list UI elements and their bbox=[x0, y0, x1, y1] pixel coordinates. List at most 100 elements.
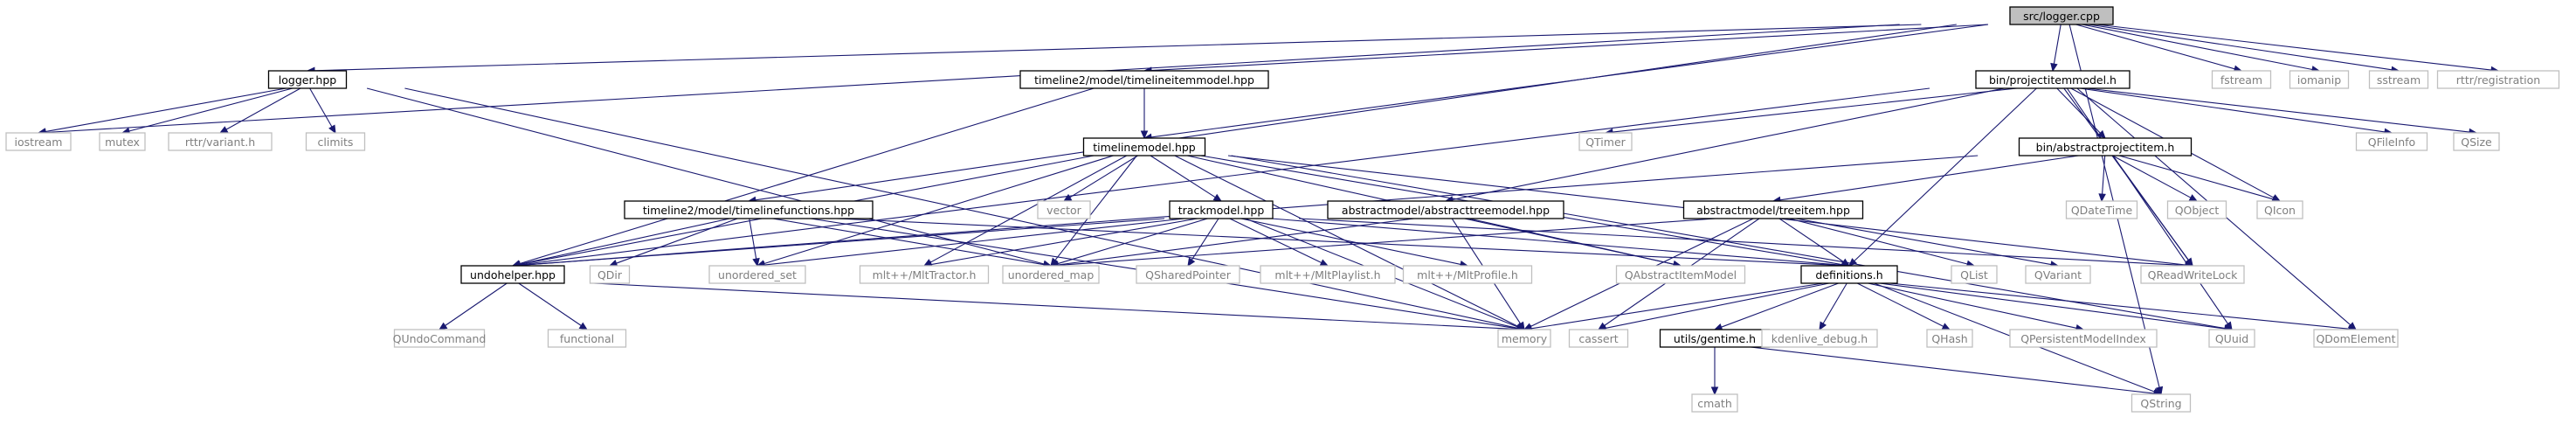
edge-line bbox=[2056, 87, 2101, 134]
arrowhead-icon bbox=[1516, 321, 1525, 331]
edge-gentime-to-qstring bbox=[1750, 346, 2163, 398]
edge-line bbox=[930, 218, 1198, 266]
node-qdatetime: QDateTime bbox=[2065, 200, 2138, 219]
node-box bbox=[2065, 200, 2138, 219]
arrowhead-icon bbox=[1710, 386, 1719, 396]
node-qreadwritelock: QReadWriteLock bbox=[2140, 265, 2245, 284]
node-label: cmath bbox=[1697, 397, 1732, 410]
edge-line bbox=[1854, 87, 2037, 261]
edge-line bbox=[1856, 282, 1944, 327]
arrowhead-icon bbox=[2098, 193, 2106, 203]
node-unordered-set: unordered_set bbox=[708, 265, 806, 284]
node-box bbox=[2025, 265, 2091, 284]
node-memory: memory bbox=[1497, 329, 1551, 348]
node-timelinefunctions[interactable]: timeline2/model/timelinefunctions.hpp bbox=[624, 200, 874, 219]
arrowhead-icon bbox=[752, 257, 760, 268]
node-box bbox=[5, 132, 72, 151]
edge-line bbox=[128, 87, 294, 132]
node-box bbox=[460, 265, 565, 284]
arrowhead-icon bbox=[1187, 257, 1196, 268]
edge-line bbox=[2086, 87, 2470, 133]
node-vector: vector bbox=[1037, 200, 1091, 219]
edge-line bbox=[1822, 282, 1847, 324]
node-label: bin/abstractprojectitem.h bbox=[2036, 141, 2175, 154]
node-logger-hpp[interactable]: logger.hpp bbox=[267, 70, 348, 89]
node-label: QHash bbox=[1931, 332, 1967, 345]
arrowhead-icon bbox=[2155, 386, 2164, 396]
node-box bbox=[168, 132, 273, 151]
node-label: mlt++/MltTractor.h bbox=[873, 268, 977, 282]
edge-line bbox=[929, 155, 1128, 263]
node-label: climits bbox=[318, 136, 354, 149]
node-box bbox=[1497, 329, 1551, 348]
node-cassert: cassert bbox=[1568, 329, 1629, 348]
node-box bbox=[1578, 132, 1633, 151]
edge-line bbox=[1298, 218, 2186, 267]
edge-line bbox=[1240, 218, 1461, 265]
node-timelinemodel[interactable]: timelinemodel.hpp bbox=[1082, 137, 1206, 156]
node-abstractprojectitem[interactable]: bin/abstractprojectitem.h bbox=[2018, 137, 2193, 156]
node-projectitemmodel[interactable]: bin/projectitemmodel.h bbox=[1975, 70, 2131, 89]
node-gentime[interactable]: utils/gentime.h bbox=[1659, 329, 1771, 348]
edge-line bbox=[2111, 155, 2189, 261]
arrowhead-icon bbox=[328, 124, 336, 135]
node-label: definitions.h bbox=[1815, 268, 1882, 282]
edge-abstractprojectitem-to-qobject bbox=[2112, 155, 2199, 202]
node-label: unordered_set bbox=[718, 268, 797, 282]
node-abstracttreemodel[interactable]: abstractmodel/abstracttreemodel.hpp bbox=[1327, 200, 1564, 219]
node-box bbox=[2131, 393, 2192, 413]
edge-line bbox=[1452, 87, 2005, 200]
edge-definitions-to-qdomelement bbox=[1889, 282, 2358, 333]
edge-line bbox=[1605, 282, 1830, 329]
edge-abstractprojectitem-to-qdatetime bbox=[2098, 155, 2106, 203]
node-trackmodel[interactable]: trackmodel.hpp bbox=[1169, 200, 1274, 219]
node-label: fstream bbox=[2220, 73, 2262, 87]
arrowhead-icon bbox=[1819, 321, 1827, 331]
edge-line bbox=[2079, 87, 2386, 133]
edge-line bbox=[1789, 218, 1968, 265]
node-mlt-tractor: mlt++/MltTractor.h bbox=[859, 265, 990, 284]
edge-projectitemmodel-to-qfileinfo bbox=[2079, 87, 2393, 136]
arrowhead-icon bbox=[2050, 62, 2058, 73]
edge-line bbox=[2075, 24, 2235, 70]
node-treeitem[interactable]: abstractmodel/treeitem.hpp bbox=[1682, 200, 1864, 219]
edge-undohelper-to-functional bbox=[518, 282, 589, 330]
arrowhead-icon bbox=[578, 322, 589, 330]
edge-treeitem-to-qlist bbox=[1789, 218, 1976, 268]
edge-line bbox=[1191, 218, 1219, 261]
edge-definitions-to-cassert bbox=[1597, 282, 1830, 332]
edge-line bbox=[2082, 24, 2313, 71]
node-qsize: QSize bbox=[2453, 132, 2500, 151]
node-qpersistentmodelindex: QPersistentModelIndex bbox=[2009, 329, 2158, 348]
edge-projectitemmodel-to-abstracttreemodel bbox=[1444, 87, 2005, 204]
edge-line bbox=[1057, 218, 1414, 266]
node-climits: climits bbox=[305, 132, 366, 151]
node-undohelper[interactable]: undohelper.hpp bbox=[460, 265, 565, 284]
node-label: QDomElement bbox=[2316, 332, 2395, 345]
node-rttr-variant: rttr/variant.h bbox=[168, 132, 273, 151]
node-box bbox=[1615, 265, 1746, 284]
node-definitions[interactable]: definitions.h bbox=[1800, 265, 1898, 284]
node-qdir: QDir bbox=[589, 265, 631, 284]
node-box bbox=[859, 265, 990, 284]
node-qabstractitemmodel: QAbstractItemModel bbox=[1615, 265, 1746, 284]
node-box bbox=[1926, 329, 1973, 348]
node-box bbox=[1082, 137, 1206, 156]
edge-line bbox=[1150, 155, 1216, 198]
node-timelineitemmodel[interactable]: timeline2/model/timelineitemmodel.hpp bbox=[1019, 70, 1269, 89]
arrowhead-icon bbox=[1941, 323, 1951, 330]
node-functional: functional bbox=[547, 329, 627, 348]
node-box bbox=[2368, 70, 2429, 89]
node-label: timeline2/model/timelinefunctions.hpp bbox=[643, 204, 854, 217]
node-label: iostream bbox=[15, 136, 63, 149]
edge-line bbox=[2066, 87, 2228, 324]
node-label: unordered_map bbox=[1008, 268, 1095, 282]
edge-line bbox=[1889, 282, 2350, 330]
arrowhead-icon bbox=[218, 126, 229, 134]
node-box bbox=[1951, 265, 1998, 284]
node-label: cassert bbox=[1578, 332, 1618, 345]
node-box bbox=[708, 265, 806, 284]
node-label: timeline2/model/timelineitemmodel.hpp bbox=[1034, 73, 1254, 87]
edge-line bbox=[1464, 218, 1675, 265]
node-label: rttr/variant.h bbox=[185, 136, 255, 149]
